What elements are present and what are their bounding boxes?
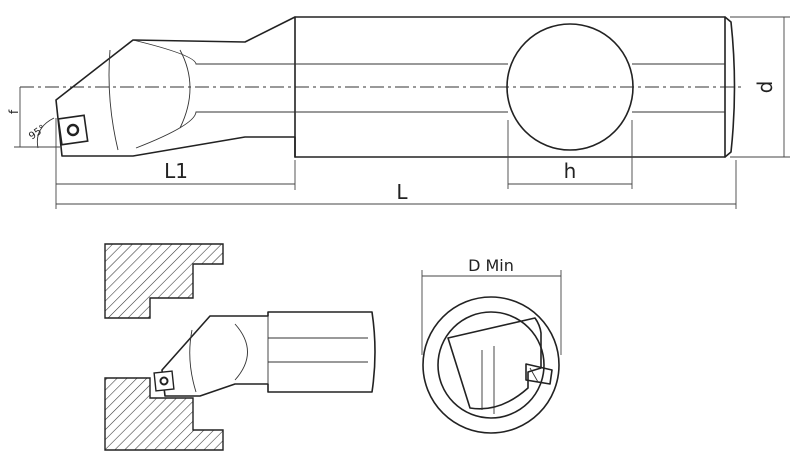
small-bar-outline	[161, 311, 376, 397]
h-label: h	[564, 159, 577, 183]
neck-upper	[132, 39, 295, 65]
bar-body-outline	[55, 16, 736, 158]
clamp-circle	[506, 23, 634, 151]
angle-label: 95°	[27, 123, 48, 142]
end-view: D Min	[421, 256, 562, 434]
d-label: d	[753, 81, 777, 94]
workpiece-lower	[104, 377, 224, 451]
boring-bar-side-view: 95° f L1 L h d	[7, 16, 790, 209]
workpiece-upper	[104, 243, 224, 319]
angle-arc	[36, 117, 55, 149]
insert	[57, 114, 89, 146]
boring-operation-view	[104, 243, 376, 451]
bar-flat	[447, 317, 542, 410]
f-label: f	[7, 109, 21, 114]
end-view-insert	[525, 363, 553, 385]
bore-circle	[422, 296, 560, 434]
neck-lower	[135, 111, 295, 149]
l-label: L	[396, 180, 408, 204]
dmin-label: D Min	[468, 256, 514, 275]
head-curve	[108, 49, 119, 151]
neck-bulge	[179, 49, 191, 129]
bar-end-circle	[437, 311, 545, 419]
l1-label: L1	[164, 159, 188, 183]
small-insert	[153, 370, 175, 392]
